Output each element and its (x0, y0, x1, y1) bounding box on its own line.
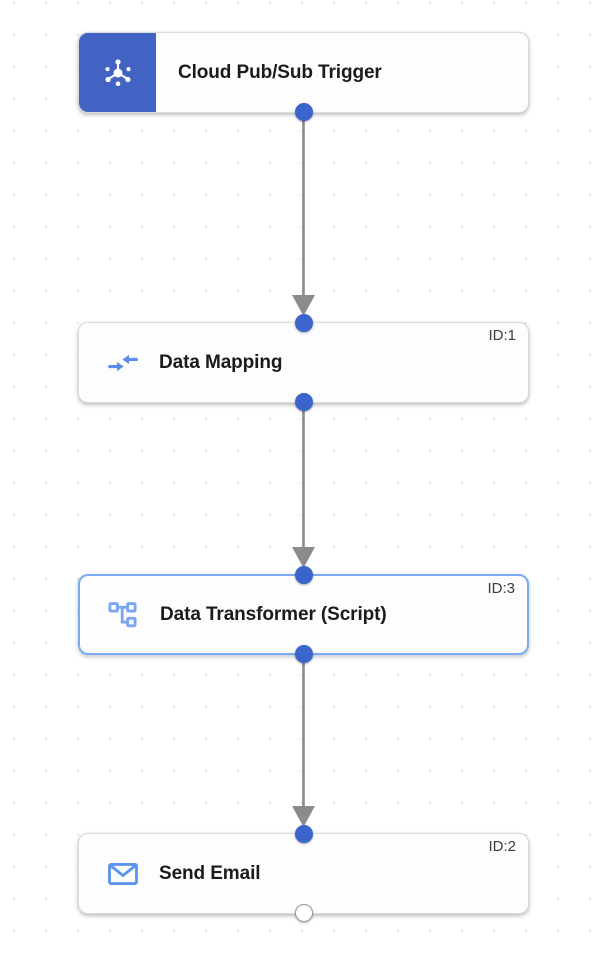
workflow-node-cloud-pubsub-trigger[interactable]: Cloud Pub/Sub Trigger (78, 32, 529, 121)
node-title: Cloud Pub/Sub Trigger (178, 61, 382, 83)
workflow-node-data-mapping[interactable]: Data Mapping ID:1 (78, 314, 529, 411)
output-port[interactable] (294, 103, 313, 121)
output-port[interactable] (294, 393, 313, 411)
node-title: Data Mapping (159, 351, 283, 373)
output-port[interactable] (294, 645, 313, 663)
input-port[interactable] (294, 825, 313, 843)
edge-trigger-to-data-mapping (292, 113, 315, 316)
input-port[interactable] (294, 566, 313, 584)
pubsub-hub-icon (104, 58, 131, 86)
workflow-node-send-email[interactable]: Send Email ID:2 (78, 825, 529, 922)
node-icon-slot (101, 856, 145, 892)
trigger-icon-block (79, 33, 156, 112)
node-id-label: ID:1 (488, 327, 516, 344)
envelope-icon (108, 862, 138, 885)
input-port[interactable] (294, 314, 313, 332)
edge-data-mapping-to-transformer (292, 404, 315, 568)
account-tree-icon (108, 601, 137, 627)
edge-transformer-to-send-email (292, 656, 315, 827)
node-id-label: ID:3 (487, 580, 515, 597)
output-port[interactable] (294, 904, 313, 922)
node-title: Send Email (159, 862, 261, 884)
node-icon-slot (101, 345, 145, 381)
node-icon-slot (102, 597, 146, 633)
node-id-label: ID:2 (488, 838, 516, 855)
converge-arrows-icon (108, 354, 138, 371)
node-title: Data Transformer (Script) (160, 603, 387, 625)
workflow-node-data-transformer-script[interactable]: Data Transformer (Script) ID:3 (78, 566, 529, 663)
